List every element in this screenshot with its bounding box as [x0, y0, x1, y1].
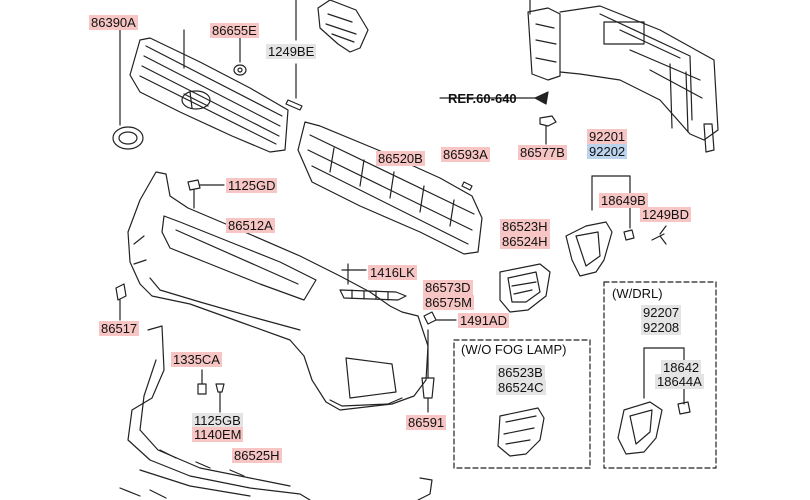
part-label-86517[interactable]: 86517: [99, 321, 140, 336]
bracket-86577b-drawing: [539, 115, 557, 127]
bumper-cover-drawing: [127, 171, 429, 411]
part-label-86520b[interactable]: 86520B: [376, 151, 425, 166]
part-label-1125gd[interactable]: 1125GD: [226, 178, 278, 193]
part-label-86512a[interactable]: 86512A: [226, 218, 275, 233]
radiator-support-drawing: [527, 0, 719, 153]
part-label-86575m[interactable]: 86575M: [423, 295, 474, 310]
part-label-92208[interactable]: 92208: [641, 320, 682, 335]
drl-box: [603, 281, 717, 469]
emblem-drawing: [112, 126, 144, 150]
no-fog-lamp-box: [453, 339, 591, 469]
ref-label: REF.60-640: [448, 91, 517, 106]
screw-1249be-drawing: [285, 0, 303, 111]
part-label-92207[interactable]: 92207: [641, 305, 682, 320]
fog-lamp-drawing: [565, 175, 631, 277]
part-label-1491ad[interactable]: 1491AD: [458, 313, 509, 328]
drl-box-title: (W/DRL): [612, 286, 663, 301]
part-label-86591[interactable]: 86591: [406, 415, 447, 430]
part-label-1140em[interactable]: 1140EM: [192, 427, 244, 442]
lower-lip-drawing: [119, 325, 433, 500]
part-label-86525h[interactable]: 86525H: [232, 448, 282, 463]
part-label-18644a[interactable]: 18644A: [655, 374, 704, 389]
part-label-86523h[interactable]: 86523H: [500, 219, 550, 234]
no-fog-lamp-box-title: (W/O FOG LAMP): [461, 342, 567, 357]
part-label-1125gb[interactable]: 1125GB: [192, 413, 243, 428]
part-label-18642[interactable]: 18642: [661, 360, 702, 375]
part-label-86577b[interactable]: 86577B: [518, 145, 567, 160]
part-label-1416lk[interactable]: 1416LK: [368, 265, 417, 280]
part-label-1335ca[interactable]: 1335CA: [171, 352, 222, 367]
part-label-1249bd[interactable]: 1249BD: [640, 207, 691, 222]
part-label-92202[interactable]: 92202: [587, 144, 628, 159]
drl-lamp-drawing: [617, 401, 663, 455]
part-label-86573d[interactable]: 86573D: [423, 280, 473, 295]
part-label-92201[interactable]: 92201: [587, 129, 628, 144]
energy-absorber-drawing: [297, 121, 483, 255]
part-label-86593a[interactable]: 86593A: [441, 147, 490, 162]
grille-bracket-drawing: [317, 0, 369, 53]
part-label-86655e[interactable]: 86655E: [210, 23, 259, 38]
part-label-86524h[interactable]: 86524H: [500, 234, 550, 249]
radiator-grille-drawing: [119, 29, 289, 153]
bolt-1125gd-drawing: [187, 179, 225, 209]
clip-86655e-drawing: [233, 37, 247, 76]
part-label-18649b[interactable]: 18649B: [599, 193, 648, 208]
fog-bezel-drawing: [499, 263, 551, 313]
part-label-1249be[interactable]: 1249BE: [266, 44, 317, 59]
part-label-86524c[interactable]: 86524C: [496, 380, 546, 395]
part-label-86523b[interactable]: 86523B: [496, 365, 545, 380]
part-label-86390a[interactable]: 86390A: [89, 15, 138, 30]
